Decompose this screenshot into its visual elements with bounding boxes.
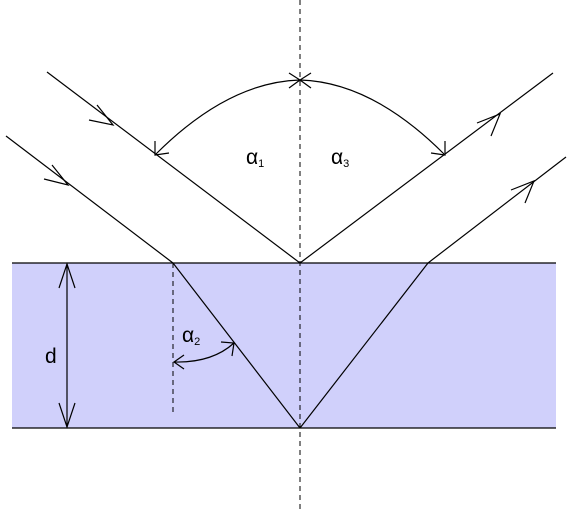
reflected-ray-1 — [299, 72, 554, 264]
incident-ray-1 — [46, 71, 301, 264]
refracted-ray-down — [172, 262, 301, 429]
angle-arc-right-arrow-icon — [430, 141, 446, 156]
angle-arc-alpha2-right-arrow-icon — [220, 341, 235, 357]
angle-arc-center-arrow-icon — [288, 72, 312, 89]
reflected-ray-2-arrow-icon — [510, 179, 536, 204]
refracted-ray-up — [299, 262, 429, 429]
thickness-label: d — [45, 345, 57, 368]
angle-arc-alpha2 — [173, 342, 235, 363]
reflected-ray-1-arrow-icon — [476, 112, 502, 137]
angle3-subscript: 3 — [343, 158, 349, 170]
angle-arc-alpha2-left-arrow-icon — [172, 354, 185, 370]
angle1-subscript: 1 — [258, 158, 264, 170]
angle-arc-left-arrow-icon — [154, 141, 170, 156]
angle1-label: α1 — [246, 146, 264, 170]
thickness-top-arrow-icon — [58, 262, 76, 289]
incident-ray-2-arrow-icon — [43, 164, 70, 187]
incident-ray-2 — [5, 135, 174, 264]
reflected-ray-2 — [427, 156, 567, 264]
angle3-label: α3 — [331, 146, 349, 170]
angle2-subscript: 2 — [194, 336, 200, 348]
incident-ray-1-arrow-icon — [88, 104, 115, 126]
angle2-label: α2 — [182, 324, 200, 348]
thickness-bottom-arrow-icon — [58, 402, 76, 429]
film-slab — [12, 263, 556, 428]
